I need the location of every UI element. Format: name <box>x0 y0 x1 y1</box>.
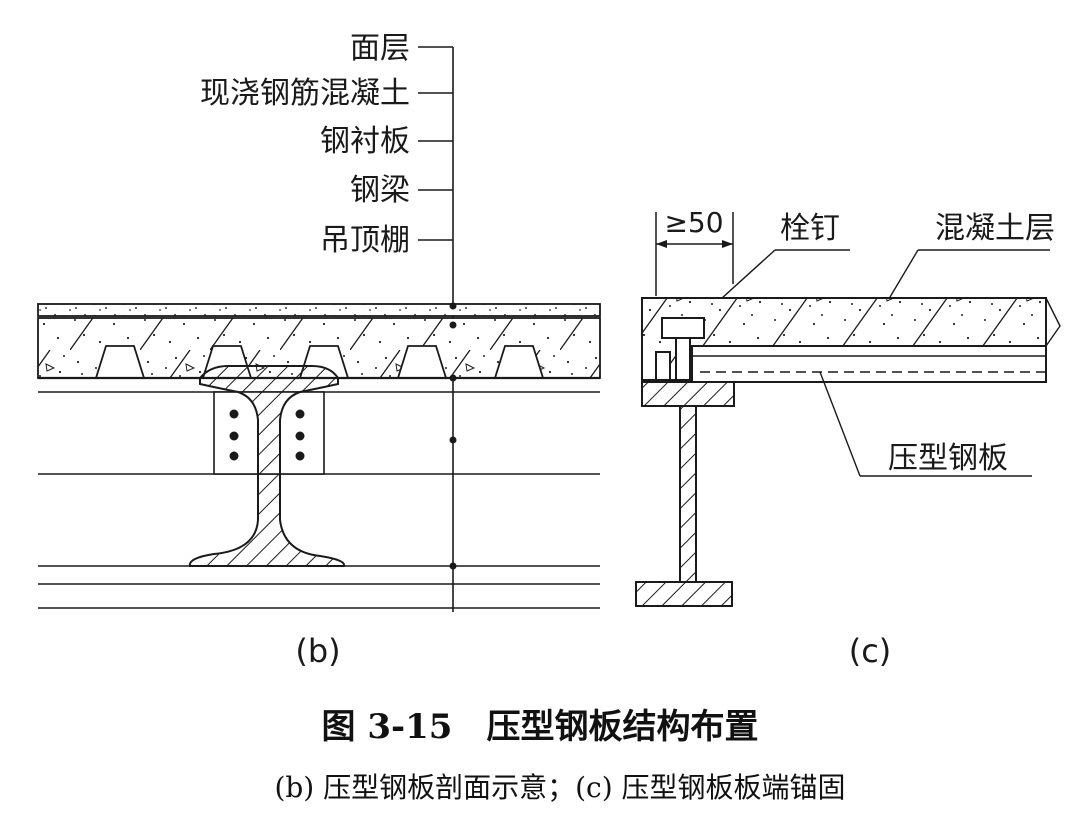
surface-layer <box>37 303 601 317</box>
layer-label-surface: 面层 <box>350 31 410 66</box>
deck-label: 压型钢板 <box>888 441 1008 476</box>
beam-top-flange <box>641 381 735 407</box>
steel-deck <box>691 345 1047 383</box>
bolt <box>295 431 305 441</box>
leader-node <box>449 436 457 444</box>
break-line <box>1045 297 1061 347</box>
layer-label-concrete: 现浇钢筋混凝土 <box>200 76 410 111</box>
panel-c: ≥50 栓钉 混凝土层 压型钢板 (c) <box>635 206 1061 670</box>
layer-label-steel-beam: 钢梁 <box>350 173 410 208</box>
rail-section <box>188 365 346 567</box>
leader-node <box>449 374 457 382</box>
beam-bottom-flange <box>635 581 733 607</box>
layer-label-steel-liner: 钢衬板 <box>320 124 410 159</box>
leader-node <box>449 321 457 329</box>
steel-deck-ribs <box>94 345 545 379</box>
steel-beam <box>188 365 346 567</box>
panel-c-label: (c) <box>849 632 892 670</box>
panel-b-label: (b) <box>295 632 340 670</box>
bolt <box>229 409 239 419</box>
bolt <box>295 451 305 461</box>
stud-shank <box>675 337 691 381</box>
stud-shank <box>655 351 671 381</box>
bolt <box>229 431 239 441</box>
stud-label: 栓钉 <box>780 211 840 246</box>
layer-label-ceiling: 吊顶棚 <box>320 223 410 258</box>
figure-title: 图 3-15 压型钢板结构布置 <box>322 707 759 747</box>
stud-head <box>661 317 705 339</box>
deck-leader <box>819 371 861 477</box>
panel-b: 面层 现浇钢筋混凝土 钢衬板 钢梁 吊顶棚 <box>37 31 601 670</box>
dim-arrow <box>656 240 667 248</box>
dim-arrow <box>722 240 733 248</box>
dimension-label: ≥50 <box>664 206 723 239</box>
beam-web <box>679 405 697 583</box>
bolt <box>295 409 305 419</box>
bolt <box>229 451 239 461</box>
concrete-layer-label: 混凝土层 <box>935 211 1055 246</box>
figure-caption: (b) 压型钢板剖面示意；(c) 压型钢板板端锚固 <box>274 771 845 804</box>
leader-node <box>449 302 457 310</box>
